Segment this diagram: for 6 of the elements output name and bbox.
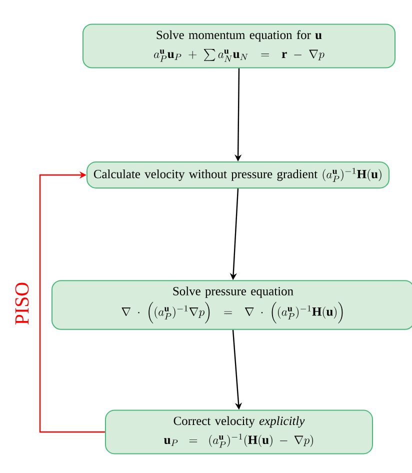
arrow <box>39 171 105 433</box>
process-box: Correct velocity explicitly $\mathbf{u}_P = (a^{\mathbf{u}}_P)^{-1}(\mathbf{H}(\mathbf{u}) - \nabla p)$ <box>105 410 373 454</box>
process-box: Solve momentum equation for u $a^{\mathbf{u}}_P\mathbf{u}_P + \sum a^{\mathbf{u}}_N\mathbf{u}_N = \mathbf{r} - \nabla p$ <box>82 24 396 68</box>
edge-label: PISO <box>13 280 31 328</box>
process-box: Solve pressure equation $\nabla\cdot\Big((a^{\mathbf{u}}_P)^{-1}\nabla p\Big) = \nabla\cdot\Big((a^{\mathbf{u}}_P)^{-1}\mathbf{H}(\mathbf{u})\Big)$ <box>52 280 412 330</box>
process-box: Calculate velocity without pressure gradient $(a^{\mathbf{u}}_P)^{-1}\mathbf{H}(\mathbf{u})$ <box>86 162 390 188</box>
